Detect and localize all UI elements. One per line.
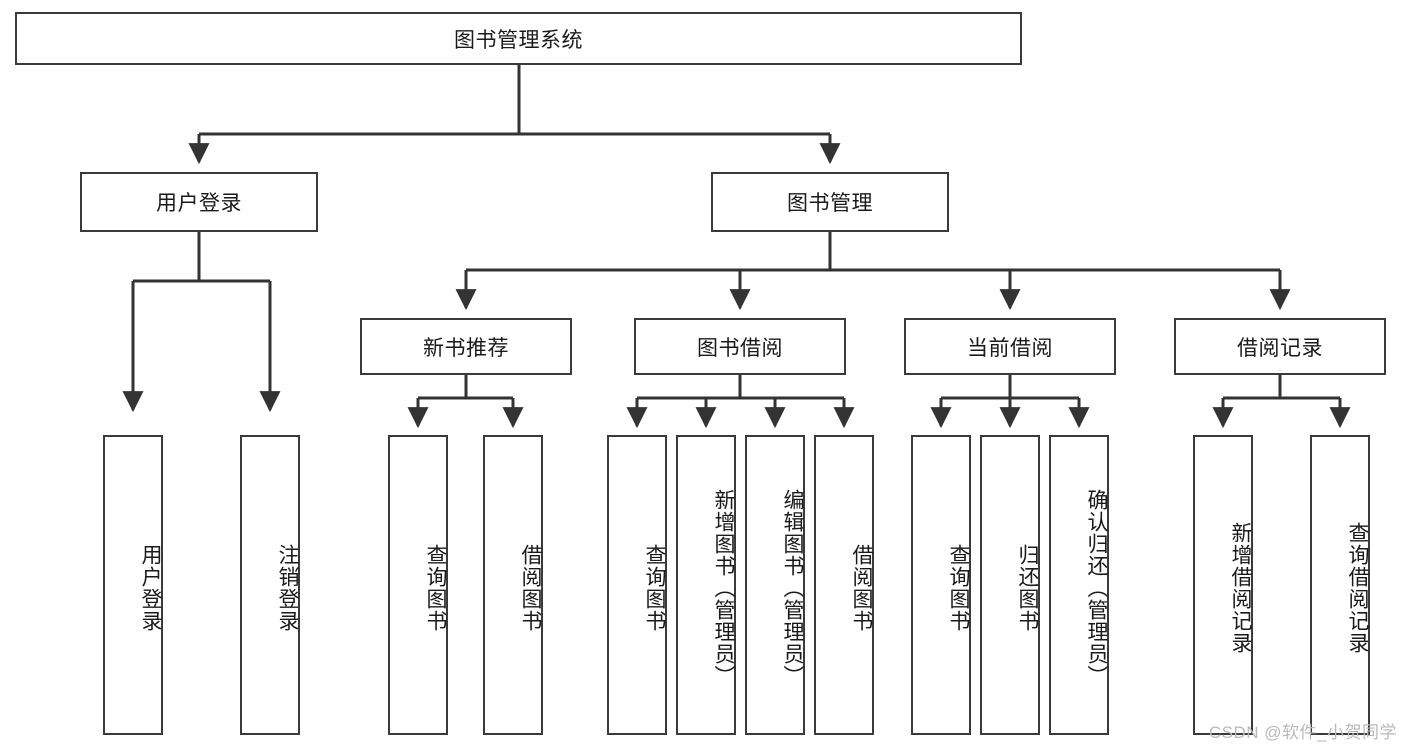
node-leaf-query-book-1[interactable]: 查询图书 (388, 435, 448, 735)
node-borrow-record-label: 借阅记录 (1237, 336, 1323, 360)
node-leaf-edit-book[interactable]: 编辑图书（管理员） (745, 435, 805, 735)
node-book-borrow[interactable]: 图书借阅 (634, 318, 846, 375)
node-book-borrow-label: 图书借阅 (697, 336, 783, 360)
node-new-book-recommend-label: 新书推荐 (423, 336, 509, 360)
node-user-login-label: 用户登录 (156, 192, 242, 215)
node-leaf-user-login-label: 用户登录 (139, 544, 162, 632)
node-book-manage-label: 图书管理 (787, 192, 873, 215)
node-leaf-query-record[interactable]: 查询借阅记录 (1310, 435, 1370, 735)
node-user-login[interactable]: 用户登录 (80, 172, 318, 232)
node-leaf-add-book[interactable]: 新增图书（管理员） (676, 435, 736, 735)
node-leaf-return-book-label: 归还图书 (1016, 544, 1039, 632)
node-leaf-user-login[interactable]: 用户登录 (103, 435, 163, 735)
node-root-title-label: 图书管理系统 (454, 28, 583, 52)
node-leaf-borrow-book-2-label: 借阅图书 (850, 544, 873, 632)
node-current-borrow-label: 当前借阅 (967, 336, 1053, 360)
node-leaf-return-book[interactable]: 归还图书 (980, 435, 1040, 735)
node-leaf-add-record-label: 新增借阅记录 (1229, 522, 1252, 654)
node-leaf-borrow-book-2[interactable]: 借阅图书 (814, 435, 874, 735)
node-leaf-query-book-3-label: 查询图书 (947, 544, 970, 632)
node-book-manage[interactable]: 图书管理 (711, 172, 949, 232)
node-current-borrow[interactable]: 当前借阅 (904, 318, 1116, 375)
watermark-text: CSDN @软件_小贺同学 (1208, 723, 1397, 742)
node-leaf-query-book-2-label: 查询图书 (643, 544, 666, 632)
node-leaf-confirm-return-label: 确认归还（管理员） (1085, 489, 1108, 687)
node-leaf-query-book-2[interactable]: 查询图书 (607, 435, 667, 735)
node-leaf-logout-login[interactable]: 注销登录 (240, 435, 300, 735)
node-new-book-recommend[interactable]: 新书推荐 (360, 318, 572, 375)
node-leaf-add-book-label: 新增图书（管理员） (712, 489, 735, 687)
node-leaf-query-book-1-label: 查询图书 (424, 544, 447, 632)
node-leaf-borrow-book-1[interactable]: 借阅图书 (483, 435, 543, 735)
node-leaf-query-record-label: 查询借阅记录 (1346, 522, 1369, 654)
node-root-title[interactable]: 图书管理系统 (15, 12, 1022, 65)
node-leaf-confirm-return[interactable]: 确认归还（管理员） (1049, 435, 1109, 735)
node-leaf-edit-book-label: 编辑图书（管理员） (781, 489, 804, 687)
node-leaf-logout-login-label: 注销登录 (276, 544, 299, 632)
node-leaf-add-record[interactable]: 新增借阅记录 (1193, 435, 1253, 735)
node-leaf-borrow-book-1-label: 借阅图书 (519, 544, 542, 632)
node-borrow-record[interactable]: 借阅记录 (1174, 318, 1386, 375)
node-leaf-query-book-3[interactable]: 查询图书 (911, 435, 971, 735)
